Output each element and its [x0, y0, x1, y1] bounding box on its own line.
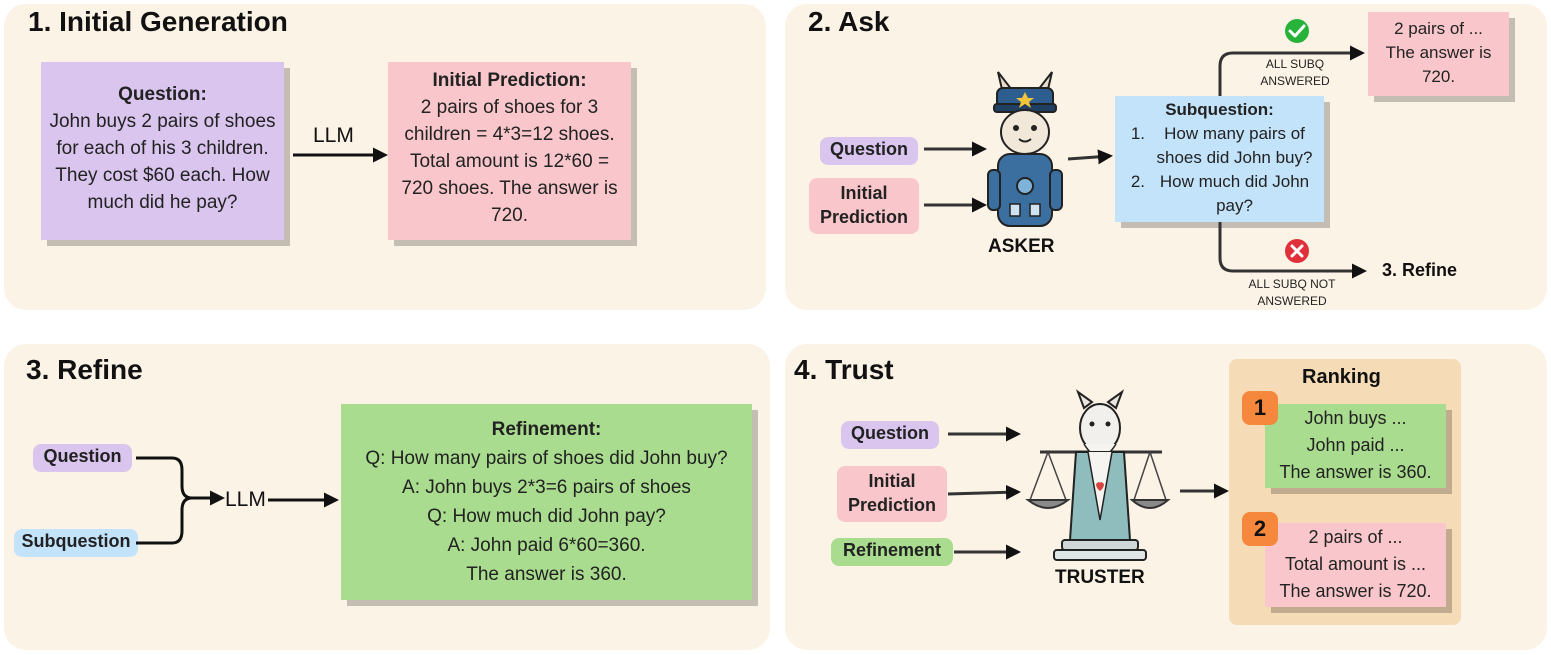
panel-title: 3. Refine	[26, 354, 143, 385]
prediction-line: 720 shoes. The answer is	[401, 178, 618, 199]
check-icon	[1285, 19, 1309, 43]
prediction-line: 720.	[491, 205, 528, 226]
rank-line: The answer is 360.	[1279, 462, 1432, 482]
refinement-line: A: John buys 2*3=6 pairs of shoes	[402, 477, 691, 498]
prediction-line: 2 pairs of shoes for 3	[420, 97, 599, 118]
merge-connector	[136, 456, 193, 545]
subq-line: shoes did John buy?	[1156, 148, 1313, 167]
initial-prediction-pill: Initial Prediction	[809, 178, 919, 234]
subquestion-pill: Subquestion	[14, 529, 138, 557]
label-line: ALL SUBQ NOT	[1248, 277, 1336, 291]
pill-line: Initial	[840, 183, 888, 203]
llm-label: LLM	[225, 488, 266, 511]
rank-2-box: 2 pairs of ... Total amount is ... The a…	[1265, 523, 1446, 607]
question-box: Question: John buys 2 pairs of shoes for…	[41, 62, 284, 240]
subq-line: How much did John	[1159, 172, 1310, 191]
question-line: much did he pay?	[87, 192, 238, 213]
prediction-title: Initial Prediction:	[432, 70, 587, 91]
subq-item: 1. How many pairs of shoes did John buy?	[1115, 122, 1324, 170]
subq-title: Subquestion:	[1165, 100, 1274, 119]
subq-item: 2. How much did John pay?	[1115, 170, 1324, 218]
refinement-line: Q: How much did John pay?	[427, 506, 666, 527]
ranking-title: Ranking	[1302, 366, 1381, 388]
branch-up-arrow	[1218, 45, 1365, 96]
llm-label: LLM	[313, 124, 354, 147]
rank-line: John buys ...	[1304, 408, 1407, 428]
answer-line: The answer is	[1385, 43, 1492, 62]
answer-line: 720.	[1421, 67, 1456, 86]
not-answered-label: ALL SUBQ NOT ANSWERED	[1236, 276, 1348, 310]
panel-title: 4. Trust	[794, 354, 894, 385]
question-line: for each of his 3 children.	[56, 138, 269, 159]
question-pill: Question	[33, 444, 132, 472]
rank-line: 2 pairs of ...	[1308, 527, 1403, 547]
pill-line: Initial	[868, 471, 916, 491]
rank-1-box: John buys ... John paid ... The answer i…	[1265, 404, 1446, 488]
refinement-line: Q: How many pairs of shoes did John buy?	[365, 448, 728, 469]
refinement-box: Refinement: Q: How many pairs of shoes d…	[341, 404, 752, 600]
branch-down-arrow	[1218, 222, 1367, 279]
label-line: ANSWERED	[1260, 74, 1330, 88]
refinement-line: A: John paid 6*60=360.	[447, 535, 646, 556]
subq-num: 1.	[1130, 124, 1145, 143]
truster-caption: TRUSTER	[1055, 567, 1145, 588]
answer-box: 2 pairs of ... The answer is 720.	[1368, 12, 1509, 96]
cross-icon	[1285, 239, 1309, 263]
truster-llama-icon	[1025, 389, 1171, 561]
subq-num: 2.	[1130, 172, 1145, 191]
refine-link: 3. Refine	[1382, 260, 1458, 280]
subq-line: pay?	[1216, 196, 1253, 215]
pill-line: Prediction	[819, 207, 908, 227]
label-line: ALL SUBQ	[1265, 57, 1325, 71]
answer-line: 2 pairs of ...	[1394, 19, 1483, 38]
label-line: ANSWERED	[1257, 294, 1327, 308]
asker-caption: ASKER	[988, 236, 1055, 257]
subq-line: How many pairs of	[1164, 124, 1305, 143]
question-line: John buys 2 pairs of shoes	[49, 111, 276, 132]
panel-title: 2. Ask	[808, 6, 890, 37]
subquestion-box: Subquestion: 1. How many pairs of shoes …	[1115, 96, 1324, 222]
initial-prediction-pill: Initial Prediction	[837, 466, 947, 522]
prediction-line: children = 4*3=12 shoes.	[404, 124, 615, 145]
panel-title: 1. Initial Generation	[28, 6, 288, 37]
refinement-line: The answer is 360.	[466, 564, 627, 585]
prediction-line: Total amount is 12*60 =	[409, 151, 610, 172]
question-title: Question:	[118, 84, 207, 105]
refinement-title: Refinement:	[491, 419, 602, 440]
arrow	[1067, 149, 1113, 165]
question-pill: Question	[820, 137, 918, 165]
refinement-pill: Refinement	[831, 538, 953, 566]
answered-label: ALL SUBQ ANSWERED	[1245, 56, 1345, 90]
question-pill: Question	[841, 421, 939, 449]
rank-line: John paid ...	[1306, 435, 1405, 455]
rank-line: The answer is 720.	[1279, 581, 1432, 601]
rank-1-badge: 1	[1242, 391, 1278, 425]
rank-line: Total amount is ...	[1284, 554, 1427, 574]
pill-line: Prediction	[847, 495, 936, 515]
initial-prediction-box: Initial Prediction: 2 pairs of shoes for…	[388, 62, 631, 240]
rank-2-badge: 2	[1242, 512, 1278, 546]
asker-llama-icon	[987, 71, 1063, 227]
question-line: They cost $60 each. How	[55, 165, 270, 186]
arrow	[947, 484, 1021, 500]
